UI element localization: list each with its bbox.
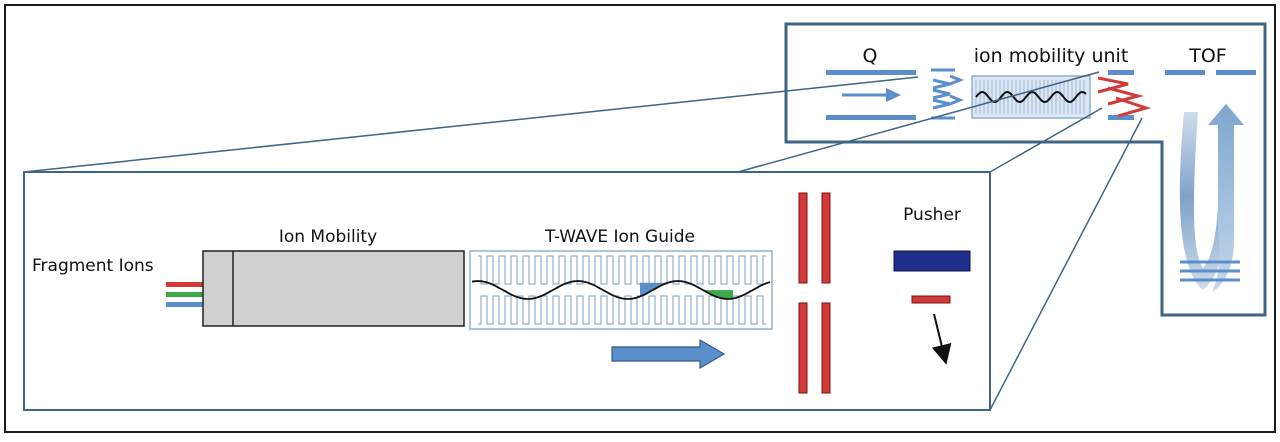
ion-beam-red xyxy=(166,282,204,287)
ion-beam-green xyxy=(166,292,204,297)
tof-return-arrow xyxy=(1208,104,1244,292)
quad-beam-arrowhead xyxy=(886,88,901,102)
twave-guide-box xyxy=(469,250,773,330)
pusher-label: Pusher xyxy=(903,205,961,225)
pusher-plate xyxy=(893,250,971,272)
quadrupole xyxy=(826,70,916,120)
exit-lens xyxy=(1097,70,1152,120)
tof-entry-bar-left xyxy=(1165,70,1205,75)
quad-rod-top xyxy=(826,70,916,75)
detail-view: Fragment Ions Ion Mobility T-WAVE Ion Gu… xyxy=(23,171,991,411)
tof-analyzer xyxy=(1165,70,1256,292)
pusher-assembly xyxy=(893,250,971,365)
pusher-ejection-arrow xyxy=(931,313,952,365)
exit-electrode-bottom-right xyxy=(821,302,831,394)
ion-mobility-label: Ion Mobility xyxy=(279,227,377,247)
ion-mobility-cell-box xyxy=(202,250,465,327)
ion-mobility-cell xyxy=(202,250,465,327)
twave-ion-packet-green xyxy=(703,290,733,299)
stacked-ring-lens xyxy=(931,68,965,120)
tof-reflectron-lines xyxy=(1180,260,1240,282)
twave-travelling-wave xyxy=(471,280,771,300)
exit-electrode-top-right xyxy=(821,192,831,284)
q-label: Q xyxy=(863,45,878,67)
mini-ion-mobility-cell xyxy=(971,75,1091,119)
exit-electrode-bottom-left xyxy=(798,302,808,394)
exit-electrode-top-left xyxy=(798,192,808,284)
tof-entry-bar-right xyxy=(1216,70,1256,75)
ion-beam-blue xyxy=(166,302,204,307)
instrument-outline xyxy=(784,22,1267,317)
transfer-direction-arrow xyxy=(611,338,726,370)
fragment-ion-beams xyxy=(166,282,204,307)
exit-lens-bar-top xyxy=(1108,70,1134,75)
zoom-lines xyxy=(23,71,1143,411)
twave-ion-guide xyxy=(469,250,773,330)
fragment-ions-label: Fragment Ions xyxy=(32,256,154,276)
twave-electrode-comb-top xyxy=(478,255,766,285)
tof-label: TOF xyxy=(1188,45,1227,67)
twave-ion-guide-label: T-WAVE Ion Guide xyxy=(544,227,695,247)
twave-electrodes xyxy=(478,255,766,325)
mini-cell-wave xyxy=(975,90,1087,104)
exit-electrodes xyxy=(798,192,831,394)
instrument-schematic: Q ion mobility unit TOF xyxy=(784,22,1267,317)
pusher-ion-packet xyxy=(911,295,951,304)
quad-rod-bottom xyxy=(826,115,916,120)
exit-red-chevrons xyxy=(1097,76,1152,118)
outer-frame xyxy=(4,4,1276,433)
ion-mobility-unit-label: ion mobility unit xyxy=(974,45,1129,67)
exit-lens-bar-bottom xyxy=(1108,115,1134,120)
twave-electrode-comb-bottom xyxy=(478,295,766,325)
